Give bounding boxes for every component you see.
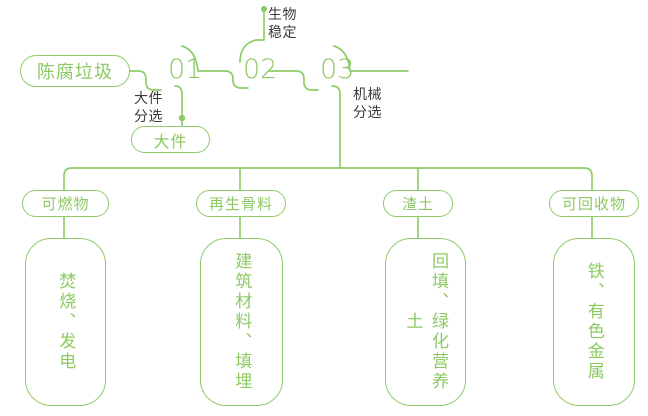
- step-number-02[interactable]: 02: [243, 54, 278, 85]
- step-01-note: 大件 分选: [134, 90, 163, 125]
- wire-03-arc-tail: [333, 45, 409, 72]
- outcome-text-combustible: 焚烧、发电: [56, 272, 76, 372]
- wire-root-to-01: [129, 70, 155, 91]
- node-category-recycled-aggregate[interactable]: 再生骨料: [196, 190, 286, 217]
- step-01-note-line2: 分选: [134, 107, 163, 124]
- node-root-waste[interactable]: 陈腐垃圾: [20, 55, 130, 87]
- outcome-box-residual-soil[interactable]: 回填、绿化营养土: [385, 238, 466, 406]
- node-bulky-output[interactable]: 大件: [131, 126, 210, 153]
- wire-distribution-bar: [63, 167, 593, 191]
- node-category-recyclable[interactable]: 可回收物: [549, 190, 639, 217]
- outcome-box-recyclable[interactable]: 铁、有色金属: [553, 238, 635, 406]
- wire-02-to-bio-note: [239, 9, 265, 63]
- outcome-text-residual-soil: 回填、绿化营养土: [403, 252, 449, 392]
- wire-02-to-03: [267, 70, 319, 91]
- wire-01-to-bulky: [174, 85, 183, 118]
- wire-01-to-02: [224, 70, 249, 89]
- bulky-branch-dot: [178, 114, 186, 122]
- step-01-note-line1: 大件: [134, 90, 163, 106]
- outcome-text-recyclable: 铁、有色金属: [584, 262, 604, 382]
- outcome-box-recycled-aggregate[interactable]: 建筑材料、填埋: [200, 238, 283, 406]
- outcome-text-recycled-aggregate: 建筑材料、填埋: [232, 252, 252, 392]
- wire-03-trunk-down: [331, 85, 341, 169]
- node-category-combustible[interactable]: 可燃物: [22, 190, 109, 217]
- step-02-note: 生物 稳定: [268, 6, 297, 41]
- step-number-01[interactable]: 01: [168, 54, 203, 85]
- step-03-note: 机械 分选: [353, 86, 382, 121]
- outcome-box-combustible[interactable]: 焚烧、发电: [25, 238, 106, 406]
- step-03-note-line1: 机械: [353, 86, 382, 102]
- step-02-note-line1: 生物: [268, 6, 297, 22]
- step-number-03[interactable]: 03: [320, 54, 355, 85]
- node-category-residual-soil[interactable]: 渣土: [383, 190, 453, 217]
- step-02-note-line2: 稳定: [268, 23, 297, 40]
- bio-branch-dot: [261, 6, 267, 12]
- step-03-note-line2: 分选: [353, 103, 382, 120]
- wire-01-arc-top: [181, 45, 226, 72]
